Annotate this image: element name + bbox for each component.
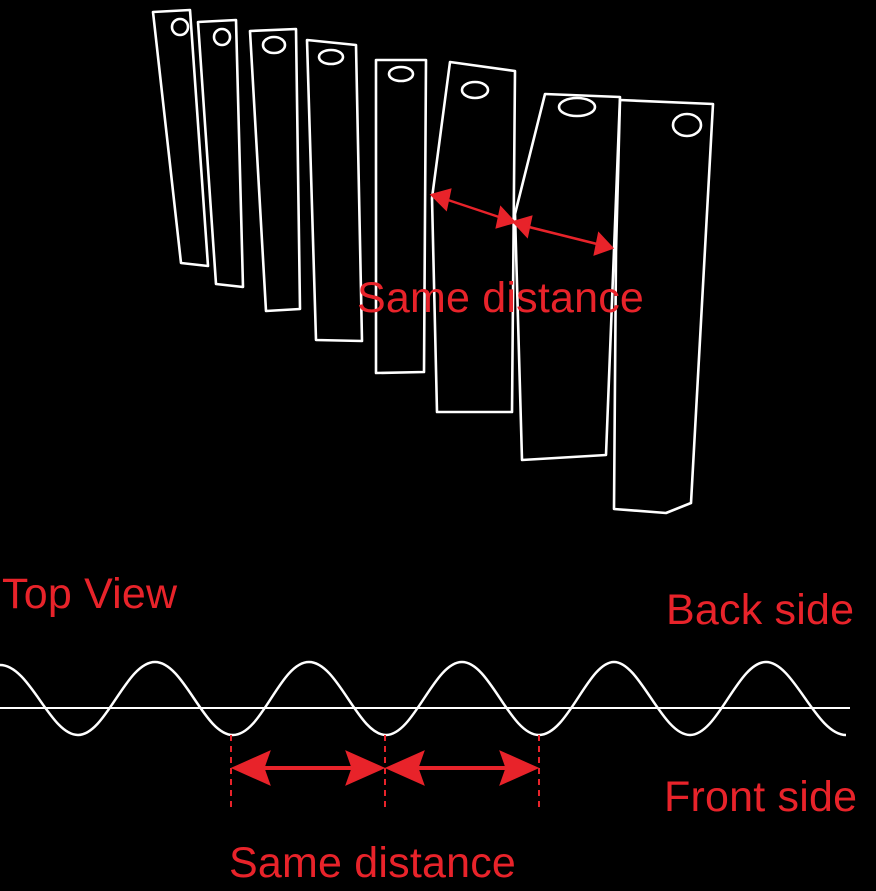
curtain-panel-3 (248, 27, 302, 313)
curtain-panels (151, 8, 715, 515)
same-distance-label-bottom: Same distance (229, 839, 517, 887)
same-distance-label-top: Same distance (357, 274, 645, 322)
top-distance-arrow-2 (511, 215, 615, 256)
front-side-label: Front side (664, 773, 858, 821)
top-distance-arrows (429, 188, 615, 256)
grommet-ring-icon (317, 48, 345, 66)
grommet-ring-icon (170, 17, 190, 37)
grommet-ring-icon (671, 112, 703, 138)
bottom-distance-arrow-2 (384, 750, 540, 786)
top-distance-arrow-1 (429, 188, 517, 229)
back-side-label: Back side (666, 586, 855, 634)
grommet-ring-icon (460, 80, 490, 100)
curtain-panel-2 (196, 18, 245, 289)
curtain-panel-6 (430, 60, 517, 414)
curtain-wave (0, 660, 847, 737)
curtain-panel-8 (612, 98, 715, 515)
curtain-panel-4 (305, 38, 364, 343)
bottom-distance-markers (230, 735, 540, 812)
top-view-diagram (0, 660, 850, 737)
grommet-ring-icon (261, 35, 287, 55)
curtain-panel-1 (151, 8, 210, 268)
grommet-ring-icon (212, 27, 232, 47)
top-view-label: Top View (2, 570, 178, 618)
grommet-ring-icon (557, 96, 597, 118)
curtain-panel-5 (374, 58, 428, 375)
bottom-distance-arrow-1 (230, 750, 386, 786)
grommet-ring-icon (387, 65, 415, 83)
curtain-panel-7 (513, 92, 622, 462)
